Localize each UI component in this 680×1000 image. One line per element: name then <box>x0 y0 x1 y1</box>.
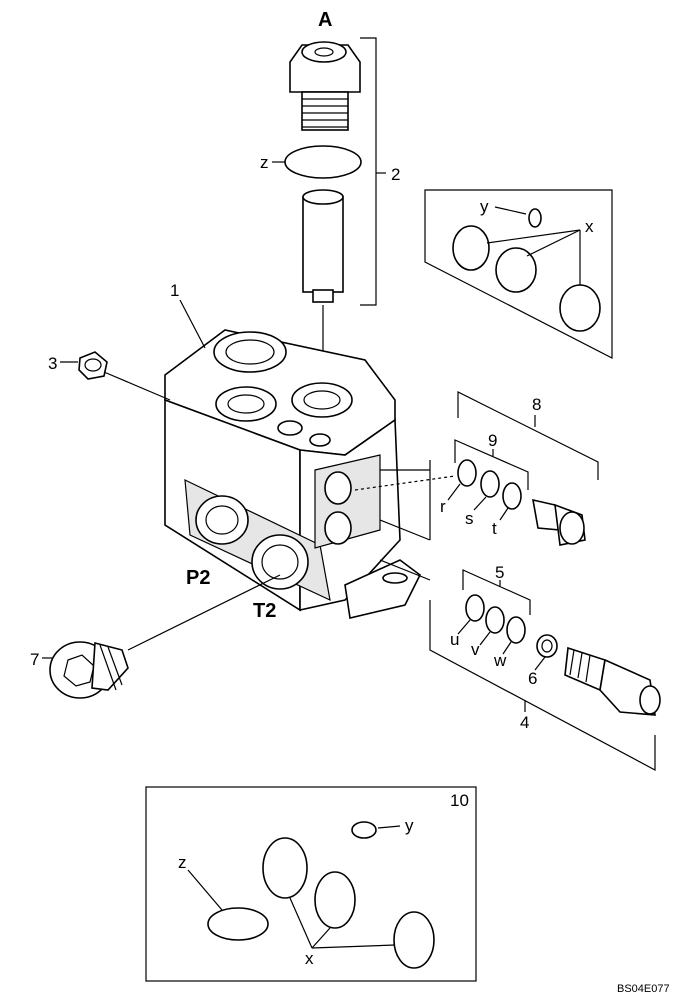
spool-part <box>302 189 344 303</box>
o-rings-rst <box>457 459 522 510</box>
part-8-label: 8 <box>532 395 541 414</box>
part-5-label: 5 <box>495 563 504 582</box>
t-label: t <box>492 519 497 538</box>
part-7-label: 7 <box>30 650 39 669</box>
part-10-label: 10 <box>450 791 469 810</box>
port-p2-label: P2 <box>186 567 210 589</box>
seal-kit-panel-top <box>424 189 613 359</box>
y-label-box: y <box>405 816 414 835</box>
port-t2-label: T2 <box>253 600 276 622</box>
nut-6-part <box>536 634 558 658</box>
drawing-code: BS04E077 <box>617 983 670 995</box>
x-label-top: x <box>585 217 594 236</box>
plug-7-part <box>49 641 129 699</box>
z-label-box: z <box>178 853 187 872</box>
o-rings-uvw <box>465 594 526 644</box>
cap-plug-part <box>289 41 361 131</box>
plug-3-part <box>78 351 108 380</box>
w-label: w <box>493 651 507 670</box>
part-9-label: 9 <box>488 431 497 450</box>
y-label-top: y <box>480 197 489 216</box>
part-1-label: 1 <box>170 281 179 300</box>
u-label: u <box>450 630 459 649</box>
relief-valve-9-part <box>532 498 586 546</box>
view-a-label: A <box>318 9 332 31</box>
part-4-label: 4 <box>520 713 529 732</box>
seal-kit-box-10 <box>145 786 477 982</box>
x-label-box: x <box>305 949 314 968</box>
r-label: r <box>440 497 446 516</box>
part-3-label: 3 <box>48 354 57 373</box>
relief-valve-4-part <box>564 646 661 716</box>
s-label: s <box>465 509 474 528</box>
v-label: v <box>471 640 480 659</box>
o-ring-z-part <box>284 145 362 179</box>
part-2-label: 2 <box>391 165 400 184</box>
part-6-label: 6 <box>528 669 537 688</box>
valve-body-part <box>164 329 422 619</box>
z-label-top: z <box>260 153 269 172</box>
